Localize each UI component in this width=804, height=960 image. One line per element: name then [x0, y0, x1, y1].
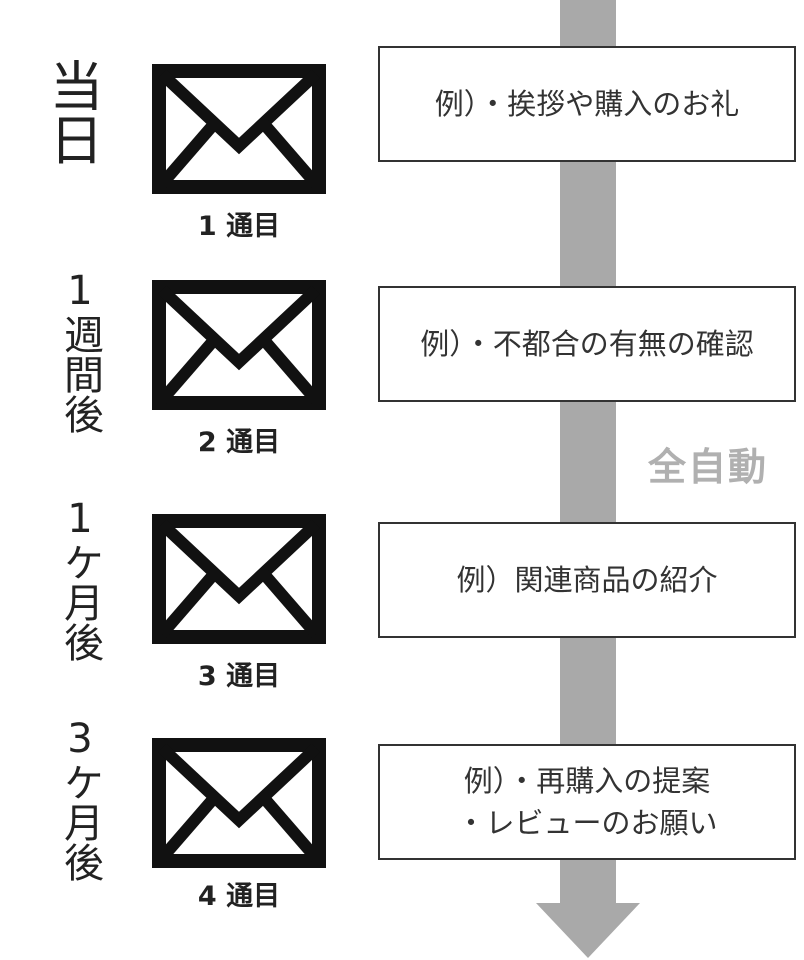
- step-4-mail-count: 4 通目: [197, 881, 281, 912]
- step-3-line-1: 例）関連商品の紹介: [456, 563, 718, 597]
- step-1-line-1: 例）・挨拶や購入のお礼: [434, 87, 740, 121]
- envelope-icon: [152, 64, 326, 194]
- step-1-mail-count: 1 通目: [197, 211, 281, 242]
- envelope-icon: [152, 738, 326, 868]
- step-4-line-1: 例）・再購入の提案: [463, 764, 711, 798]
- step-4-time: 3ケ月後: [57, 716, 103, 882]
- step-2-line-1: 例）・不都合の有無の確認: [420, 327, 754, 361]
- step-4-line-2: ・レビューのお願い: [456, 806, 718, 840]
- step-2-mail-count: 2 通目: [197, 427, 281, 458]
- flow-arrow-head: [536, 903, 640, 958]
- automation-label: 全自動: [648, 445, 769, 489]
- envelope-icon: [152, 514, 326, 644]
- step-3-mail-count: 3 通目: [197, 661, 281, 692]
- step-3-time: 1ケ月後: [57, 496, 103, 662]
- step-1-description-box: 例）・挨拶や購入のお礼: [378, 46, 796, 162]
- step-3-description-box: 例）関連商品の紹介: [378, 522, 796, 638]
- envelope-icon: [152, 280, 326, 410]
- step-1-time: 当日: [40, 58, 103, 166]
- step-2-description-box: 例）・不都合の有無の確認: [378, 286, 796, 402]
- step-4-description-box: 例）・再購入の提案 ・レビューのお願い: [378, 744, 796, 860]
- step-2-time: 1週間後: [57, 268, 103, 434]
